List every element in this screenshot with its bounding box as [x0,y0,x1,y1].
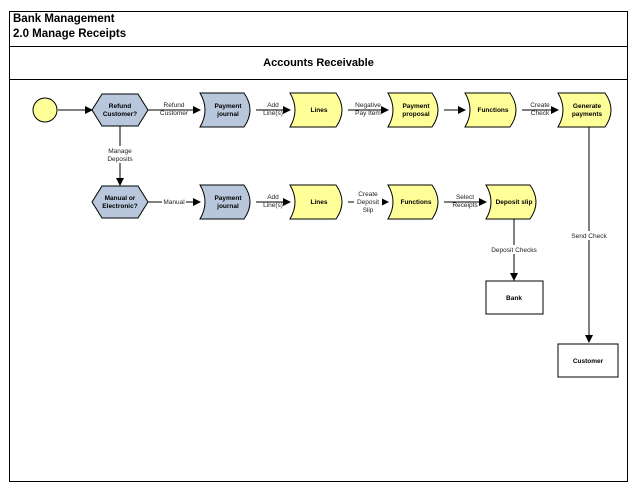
connector-refund-customer: Refund Customer [148,102,201,117]
payment-journal-1-label-1: Payment [214,103,242,110]
edge-label-add-lines-1-b: Line(s) [263,110,283,117]
swimlane-title: Accounts Receivable [263,57,374,69]
connector-negative-pay-item: Negative Pay Item [348,102,389,117]
payment-journal-2-label-1: Payment [214,195,242,202]
refund-decision-label-1: Refund [109,103,131,110]
functions-node-2[interactable]: Functions [387,184,439,220]
edge-label-refund-customer-1: Refund [164,102,185,109]
edge-label-deposit-checks: Deposit Checks [491,247,537,254]
payment-journal-2-label-2: journal [216,203,239,210]
refund-decision-node[interactable]: Refund Customer? [91,93,149,127]
edge-label-create-check-1: Create [530,102,550,109]
lines-node-2[interactable]: Lines [289,184,343,220]
lines-node-1[interactable]: Lines [289,92,343,128]
functions-2-label: Functions [400,199,431,206]
edge-label-refund-customer-2: Customer [160,110,189,117]
payment-proposal-node[interactable]: Payment proposal [387,92,439,128]
edge-label-create-slip-3: Slip [363,207,374,214]
edge-label-add-lines-2-a: Add [267,194,279,201]
connector-create-deposit-slip: Create Deposit Slip [348,190,389,215]
connector-add-lines-2: Add Line(s) [256,194,291,209]
deposit-slip-node[interactable]: Deposit slip [485,184,537,220]
edge-label-send-check: Send Check [571,233,607,240]
generate-payments-label-1: Generate [573,103,602,110]
manual-decision-label-2: Electronic? [102,203,137,210]
connector-create-check: Create Check [522,102,559,117]
start-event[interactable] [32,97,58,123]
edge-label-create-slip-2: Deposit [357,199,379,206]
bank-label: Bank [506,295,522,302]
customer-label: Customer [573,358,604,365]
manual-decision-label-1: Manual or [105,195,136,202]
generate-payments-label-2: payments [572,111,603,118]
connector-add-lines-1: Add Line(s) [256,102,291,117]
payment-proposal-label-1: Payment [402,103,430,110]
connector-deposit-checks: Deposit Checks [490,218,538,281]
edge-label-add-lines-1-a: Add [267,102,279,109]
swimlane-header [9,46,628,80]
edge-label-select-1: Select [456,194,474,201]
generate-payments-node[interactable]: Generate payments [557,92,612,128]
connector-select-receipts: Select Receipts [444,194,487,209]
connector-send-check: Send Check [568,126,610,343]
header-subtitle: 2.0 Manage Receipts [13,28,127,40]
header-title: Bank Management [13,13,115,25]
customer-node[interactable]: Customer [557,343,619,378]
edge-label-manage-1: Manage [108,148,132,155]
edge-label-manage-2: Deposits [107,156,133,163]
edge-label-negative-2: Pay Item [355,110,381,117]
header-box [9,11,628,47]
lines-1-label: Lines [311,107,328,114]
edge-label-create-check-2: Check [531,110,550,117]
deposit-slip-label: Deposit slip [496,199,533,206]
edge-label-create-slip-1: Create [358,191,378,198]
edge-label-add-lines-2-b: Line(s) [263,202,283,209]
connector-manage-deposits: Manage Deposits [102,126,138,186]
functions-node-1[interactable]: Functions [464,92,517,128]
payment-journal-node-1[interactable]: Payment journal [199,92,251,128]
payment-journal-node-2[interactable]: Payment journal [199,184,251,220]
payment-proposal-label-2: proposal [402,111,430,118]
functions-1-label: Functions [477,107,508,114]
edge-label-negative-1: Negative [355,102,381,109]
edge-label-manual: Manual [163,199,185,206]
edge-label-select-2: Receipts [452,202,478,209]
manual-decision-node[interactable]: Manual or Electronic? [91,185,149,219]
connector-manual: Manual [148,197,201,206]
refund-decision-label-2: Customer? [103,111,137,118]
lines-2-label: Lines [311,199,328,206]
payment-journal-1-label-2: journal [216,111,239,118]
bank-node[interactable]: Bank [485,280,544,315]
